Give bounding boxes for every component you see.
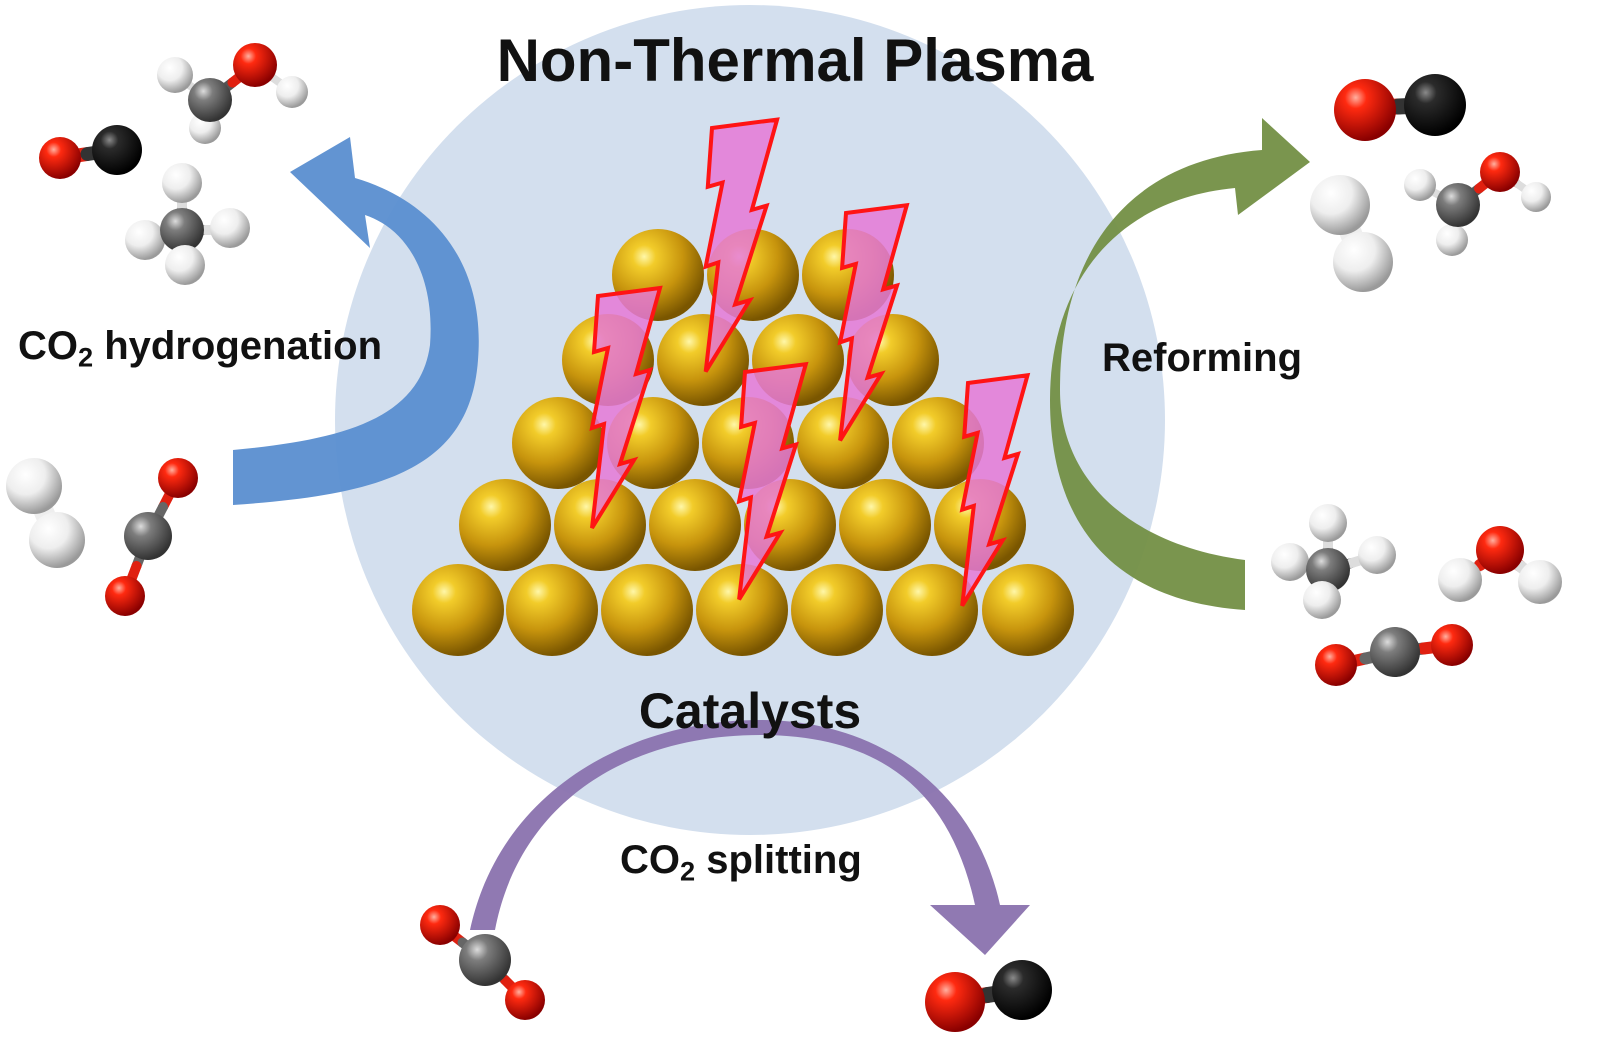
hydrogenation-arrow (233, 137, 479, 505)
carbon-atom (92, 125, 142, 175)
catalyst-sphere (657, 314, 749, 406)
reforming-label: Reforming (1102, 336, 1302, 380)
lightning-bolt-icon (703, 117, 780, 373)
carbon-atom (1404, 74, 1466, 136)
carbon-atom (1370, 627, 1420, 677)
hydrogen-atom (276, 76, 308, 108)
catalyst-pyramid (412, 229, 1074, 656)
oxygen-atom (158, 458, 198, 498)
catalyst-sphere (791, 564, 883, 656)
lightning-bolt-icon (837, 202, 910, 442)
hydrogen-atom (29, 512, 85, 568)
hydrogen-atom (1333, 232, 1393, 292)
hydrogen-atom (1303, 581, 1341, 619)
splitting-arrow (470, 720, 1030, 955)
reforming-arrow (1050, 118, 1310, 610)
oxygen-atom (39, 137, 81, 179)
oxygen-atom (925, 972, 985, 1032)
lightning-bolt-icon (589, 285, 663, 530)
catalyst-sphere (797, 397, 889, 489)
oxygen-atom (420, 905, 460, 945)
hydrogen-atom (162, 163, 202, 203)
hydrogen-atom (6, 458, 62, 514)
lightning-bolt-icon (736, 361, 809, 601)
oxygen-atom (1431, 624, 1473, 666)
catalyst-sphere (649, 479, 741, 571)
co2-splitting-label: CO2 splitting (620, 838, 862, 887)
hydrogen-atom (165, 245, 205, 285)
catalyst-sphere (601, 564, 693, 656)
carbon-atom (1306, 548, 1350, 592)
oxygen-atom (1480, 152, 1520, 192)
catalyst-sphere (839, 479, 931, 571)
oxygen-atom (1315, 644, 1357, 686)
oxygen-atom (233, 43, 277, 87)
catalyst-sphere (696, 564, 788, 656)
hydrogen-atom (125, 220, 165, 260)
catalyst-sphere (554, 479, 646, 571)
carbon-atom (992, 960, 1052, 1020)
carbon-atom (124, 512, 172, 560)
oxygen-atom (1334, 79, 1396, 141)
catalyst-sphere (459, 479, 551, 571)
catalyst-sphere (512, 397, 604, 489)
hydrogen-atom (1518, 560, 1562, 604)
lightning-bolt-icon (959, 372, 1031, 607)
catalyst-sphere (982, 564, 1074, 656)
oxygen-atom (105, 576, 145, 616)
catalyst-sphere (412, 564, 504, 656)
co2-hydrogenation-label: CO2 hydrogenation (18, 324, 383, 373)
diagram-title: Non-Thermal Plasma (496, 27, 1094, 94)
molecules (6, 43, 1562, 1032)
catalysts-label: Catalysts (638, 683, 862, 739)
hydrogen-atom (157, 57, 193, 93)
catalyst-sphere (886, 564, 978, 656)
catalyst-sphere (506, 564, 598, 656)
lightning-bolts (589, 117, 1031, 607)
hydrogen-atom (1309, 504, 1347, 542)
hydrogen-atom (1438, 558, 1482, 602)
oxygen-atom (1476, 526, 1524, 574)
carbon-atom (1436, 183, 1480, 227)
hydrogen-atom (1436, 224, 1468, 256)
hydrogen-atom (1404, 169, 1436, 201)
hydrogen-atom (1271, 543, 1309, 581)
carbon-atom (188, 78, 232, 122)
hydrogen-atom (1310, 175, 1370, 235)
oxygen-atom (505, 980, 545, 1020)
carbon-atom (459, 934, 511, 986)
hydrogen-atom (1521, 182, 1551, 212)
catalyst-sphere (892, 397, 984, 489)
hydrogen-atom (1358, 536, 1396, 574)
carbon-atom (160, 208, 204, 252)
hydrogen-atom (210, 208, 250, 248)
